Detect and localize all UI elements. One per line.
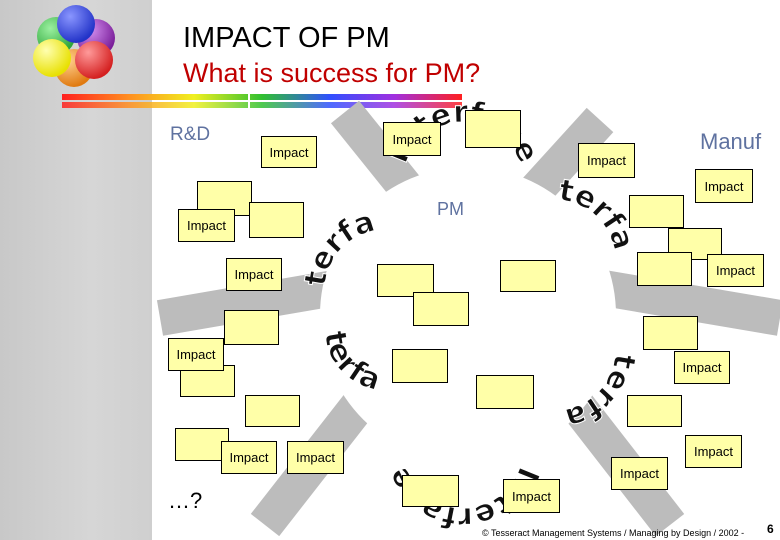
impact-note: Impact: [578, 143, 635, 178]
sticky-note: [377, 264, 434, 297]
impact-note: Impact: [168, 338, 224, 371]
sticky-note: [465, 110, 521, 148]
sector-label-manuf: Manuf: [700, 129, 762, 154]
impact-note: Impact: [221, 441, 277, 474]
impact-note: Impact: [178, 209, 235, 242]
slide-subtitle: What is success for PM?: [183, 58, 481, 88]
impact-note: Impact: [287, 441, 344, 474]
sector-label-unknown: …?: [168, 488, 203, 513]
sticky-note: [500, 260, 556, 292]
sticky-note: [249, 202, 304, 238]
sidebar-panel: [0, 0, 152, 540]
footer-copyright: © Tesseract Management Systems / Managin…: [482, 528, 745, 538]
center-label-pm: PM: [437, 199, 464, 219]
sticky-note: [643, 316, 698, 350]
sticky-note: [224, 310, 279, 345]
impact-note: Impact: [503, 479, 560, 513]
sticky-note: [402, 475, 459, 507]
sticky-note: [392, 349, 448, 383]
rainbow-divider: [62, 94, 462, 108]
impact-note: Impact: [261, 136, 317, 168]
impact-note: Impact: [695, 169, 753, 203]
slide-title: IMPACT OF PM: [183, 22, 390, 54]
sticky-note: [637, 252, 692, 286]
sticky-note: [245, 395, 300, 427]
sticky-note: [627, 395, 682, 427]
sector-label-rnd: R&D: [170, 124, 211, 145]
sticky-note: [476, 375, 534, 409]
impact-note: Impact: [674, 351, 730, 384]
impact-note: Impact: [383, 122, 441, 156]
sticky-note: [175, 428, 229, 461]
logo-balls-icon: [33, 5, 115, 87]
impact-note: Impact: [685, 435, 742, 468]
impact-note: Impact: [707, 254, 764, 287]
page-number: 6: [767, 522, 774, 536]
impact-note: Impact: [226, 258, 282, 291]
impact-note: Impact: [611, 457, 668, 490]
sticky-note: [629, 195, 684, 228]
sticky-note: [413, 292, 469, 326]
